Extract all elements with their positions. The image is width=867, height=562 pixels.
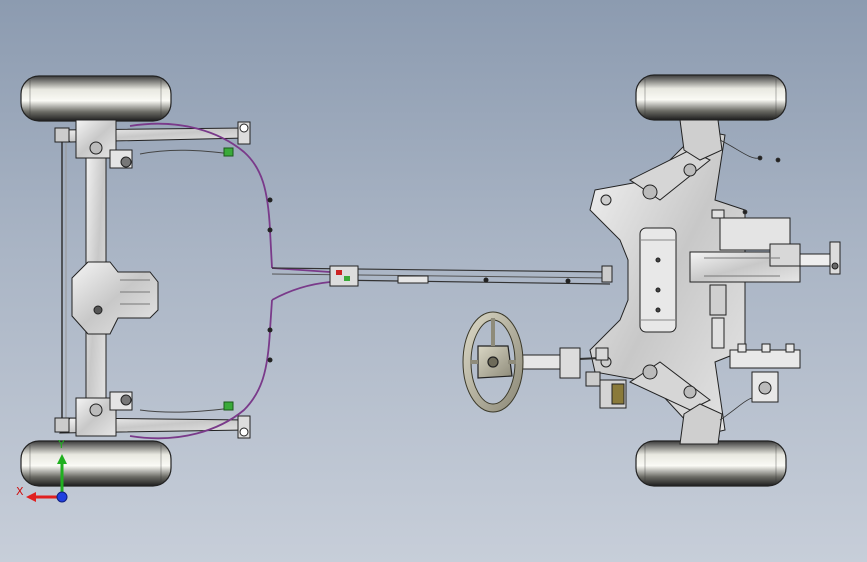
triad-y-label: Y bbox=[58, 438, 65, 451]
rear-differential[interactable] bbox=[71, 261, 159, 335]
front-left-wheel[interactable] bbox=[635, 74, 787, 121]
mounting-brackets bbox=[599, 343, 801, 409]
steering-wheel[interactable] bbox=[462, 311, 524, 413]
front-harness bbox=[719, 139, 781, 421]
front-subframe[interactable] bbox=[589, 119, 746, 445]
rear-right-wheel[interactable] bbox=[20, 440, 172, 487]
brake-lines[interactable] bbox=[271, 265, 613, 287]
triad-x-label: X bbox=[16, 485, 24, 498]
steering-column[interactable] bbox=[514, 347, 609, 387]
front-right-wheel[interactable] bbox=[635, 440, 787, 487]
harness-clips bbox=[223, 147, 273, 411]
rear-left-wheel[interactable] bbox=[20, 75, 172, 122]
steering-rack[interactable] bbox=[689, 209, 841, 349]
wiring-harness[interactable] bbox=[129, 122, 331, 440]
coordinate-triad bbox=[26, 454, 68, 503]
